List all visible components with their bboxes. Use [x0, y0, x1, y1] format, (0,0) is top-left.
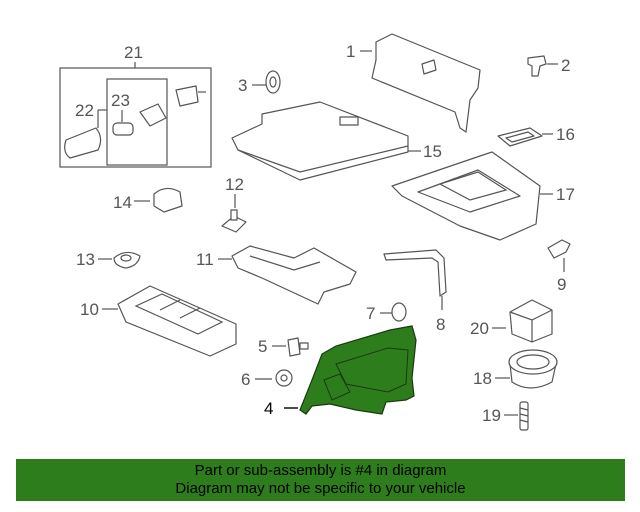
- callout-18: 18: [473, 369, 492, 388]
- part-3: 3: [238, 70, 281, 95]
- cap-part-14: [153, 187, 183, 213]
- callout-13: 13: [76, 250, 95, 269]
- socket-part: [139, 103, 167, 127]
- callout-15: 15: [423, 142, 442, 161]
- part-15: 15: [231, 101, 442, 181]
- seal-strip-part: [383, 249, 447, 297]
- callout-17: 17: [556, 185, 575, 204]
- callout-12: 12: [225, 175, 244, 194]
- callout-11: 11: [196, 250, 214, 269]
- group-23-frame: [106, 78, 168, 166]
- callout-1: 1: [346, 42, 355, 61]
- tray-part-10: [117, 285, 237, 357]
- part-9: 9: [547, 239, 571, 294]
- callout-4: 4: [264, 399, 273, 418]
- part-10: 10: [80, 285, 237, 357]
- callout-14: 14: [113, 193, 132, 212]
- callout-22: 22: [75, 101, 94, 120]
- bulb-part: [112, 122, 134, 136]
- floor-board-part: [231, 101, 409, 181]
- plug-part-7: [391, 302, 407, 322]
- callout-9: 9: [557, 275, 566, 294]
- sill-panel-part: [231, 245, 357, 305]
- bracket-part-20: [509, 299, 553, 343]
- part-5: 5: [258, 337, 309, 357]
- part-12: 12: [221, 175, 247, 233]
- clip-part-2: [527, 55, 547, 77]
- callout-8: 8: [436, 315, 445, 334]
- part-13: 13: [76, 250, 141, 269]
- upper-trim-panel-part: [371, 33, 481, 133]
- notice-banner: Part or sub-assembly is #4 in diagram Di…: [16, 459, 625, 501]
- part-14: 14: [113, 187, 183, 213]
- callout-5: 5: [258, 337, 267, 356]
- callout-23: 23: [111, 91, 130, 110]
- callout-16: 16: [556, 125, 575, 144]
- part-7: 7: [366, 302, 407, 323]
- bolt-part-9: [547, 239, 571, 259]
- lamp-lens-part: [64, 127, 102, 159]
- part-20: 20: [470, 299, 553, 343]
- part-4-highlighted[interactable]: 4: [264, 325, 417, 418]
- part-19: 19: [482, 401, 529, 431]
- side-trim-panel-part-4[interactable]: [299, 325, 417, 415]
- callout-21: 21: [124, 43, 143, 62]
- callout-19: 19: [482, 406, 501, 425]
- part-17: 17: [391, 151, 575, 241]
- notice-line-1: Part or sub-assembly is #4 in diagram: [194, 462, 447, 479]
- part-2: 2: [527, 55, 570, 77]
- callout-10: 10: [80, 300, 99, 319]
- callout-6: 6: [241, 370, 250, 389]
- pin-part-5: [287, 337, 301, 357]
- part-6: 6: [241, 369, 293, 389]
- part-1: 1: [346, 33, 481, 133]
- notice-line-2: Diagram may not be specific to your vehi…: [175, 480, 466, 497]
- callout-2: 2: [561, 56, 570, 75]
- part-11: 11: [196, 245, 357, 305]
- part-18: 18: [473, 349, 558, 389]
- callout-7: 7: [366, 304, 375, 323]
- callout-3: 3: [238, 76, 247, 95]
- lamp-housing-part: [175, 85, 199, 107]
- clip-part-12: [221, 215, 247, 233]
- part-16: 16: [497, 125, 575, 147]
- callout-20: 20: [470, 319, 489, 338]
- part-8: 8: [383, 249, 447, 334]
- part-group-21: 21 22 23: [59, 43, 212, 168]
